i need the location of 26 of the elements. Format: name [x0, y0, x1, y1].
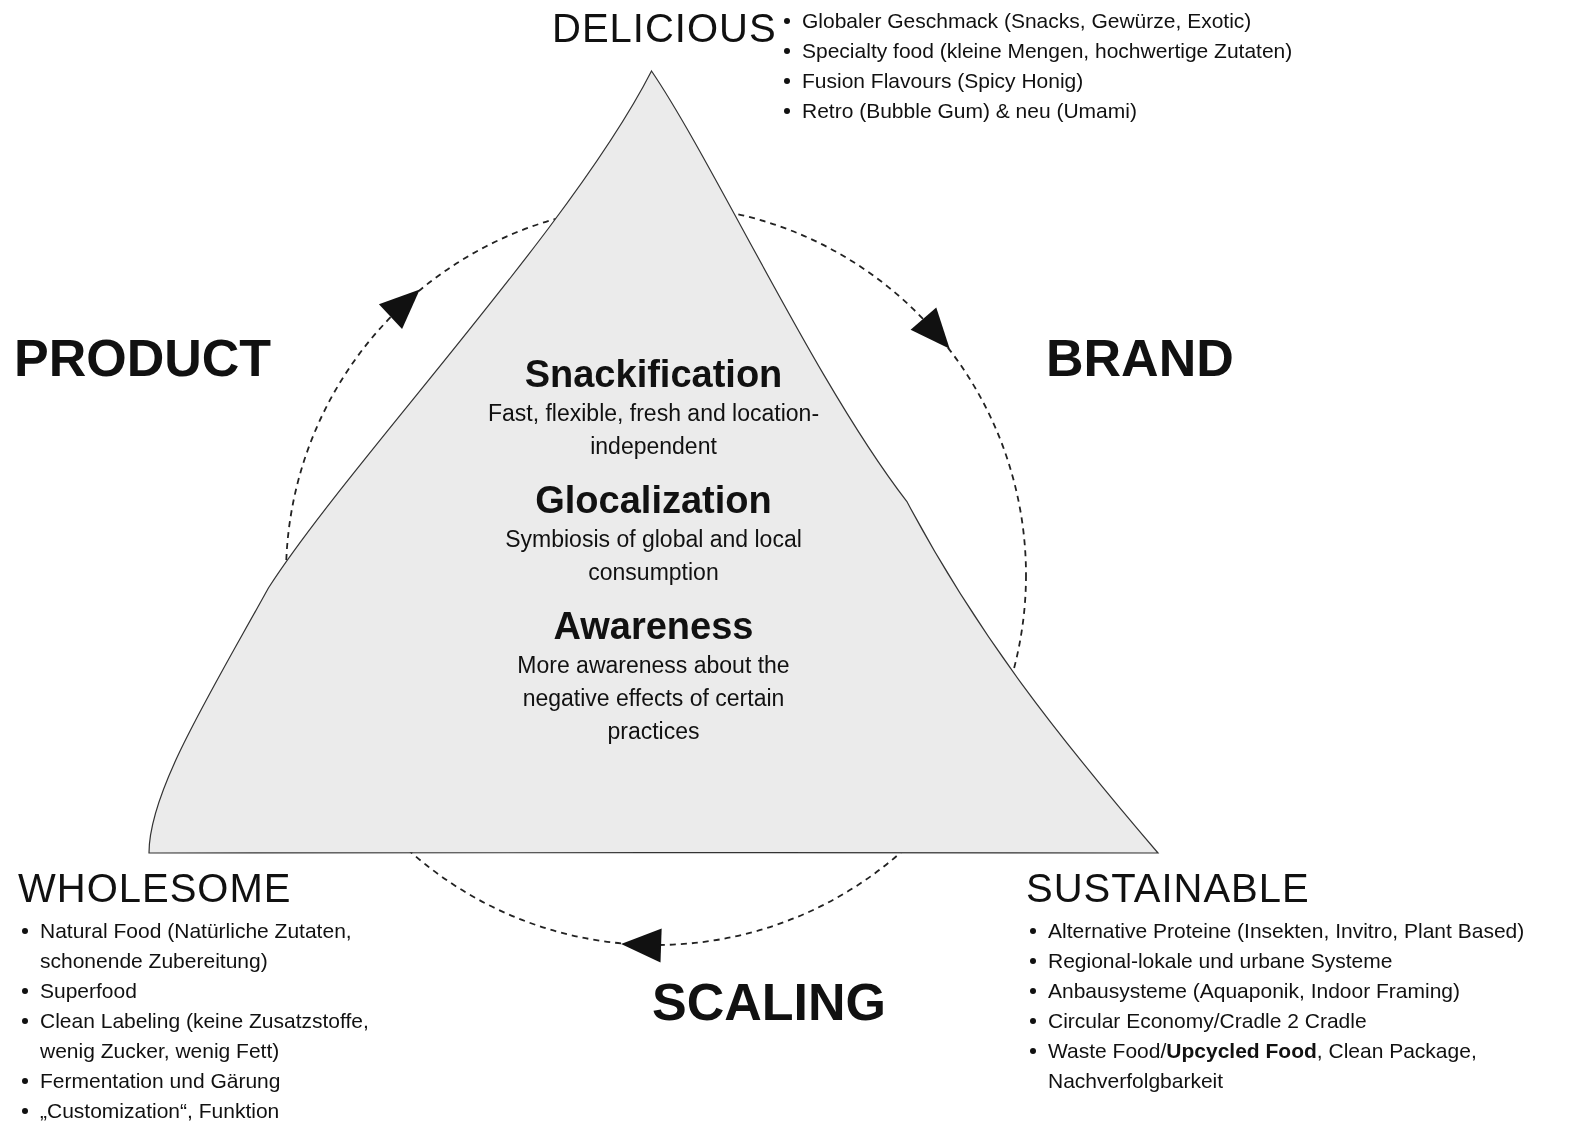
list-item-text: Clean Labeling (keine Zusatzstoffe, wenig Zucker, wenig Fett)	[40, 1009, 369, 1062]
list-item-text: Anbausysteme (Aquaponik, Indoor Framing)	[1048, 979, 1461, 1002]
list-item-text: Globaler Geschmack (Snacks, Gewürze, Exotic)	[802, 9, 1252, 32]
list-item-text: „Customization“, Funktion	[40, 1099, 280, 1122]
trend-description: More awareness about the negative effects of certain practices	[516, 651, 791, 746]
list-item-text: Waste Food/Upcycled Food, Clean Package, Nachverfolgbarkeit	[1048, 1039, 1477, 1092]
list-item-text: Specialty food (kleine Mengen, hochwertige Zutaten)	[802, 39, 1293, 62]
trend-title: Snackification	[523, 352, 784, 397]
dimension-heading: PRODUCT	[14, 328, 272, 388]
list-item-text: Fermentation und Gärung	[40, 1069, 281, 1092]
category-heading: SUSTAINABLE	[1026, 866, 1310, 910]
trend-description: Fast, flexible, fresh and location-independent	[486, 399, 821, 461]
list-item-text: Superfood	[40, 979, 137, 1002]
list-item-text: Circular Economy/Cradle 2 Cradle	[1048, 1009, 1367, 1032]
list-item-text: Alternative Proteine (Insekten, Invitro, Plant Based)	[1048, 919, 1525, 942]
list-item-text: Natural Food (Natürliche Zutaten, schonende Zubereitung)	[40, 919, 352, 972]
trend-description: Symbiosis of global and local consumption	[504, 525, 803, 587]
dimension-heading: SCALING	[652, 972, 886, 1032]
trend-title: Awareness	[552, 604, 755, 649]
category-heading: WHOLESOME	[18, 866, 292, 910]
list-item-text: Retro (Bubble Gum) & neu (Umami)	[802, 99, 1137, 122]
list-item-text: Fusion Flavours (Spicy Honig)	[802, 69, 1084, 92]
dimension-heading: BRAND	[1046, 328, 1234, 388]
list-item-text: Regional-lokale und urbane Systeme	[1048, 949, 1393, 972]
category-heading: DELICIOUS	[552, 6, 777, 50]
trend-title: Glocalization	[534, 478, 773, 523]
